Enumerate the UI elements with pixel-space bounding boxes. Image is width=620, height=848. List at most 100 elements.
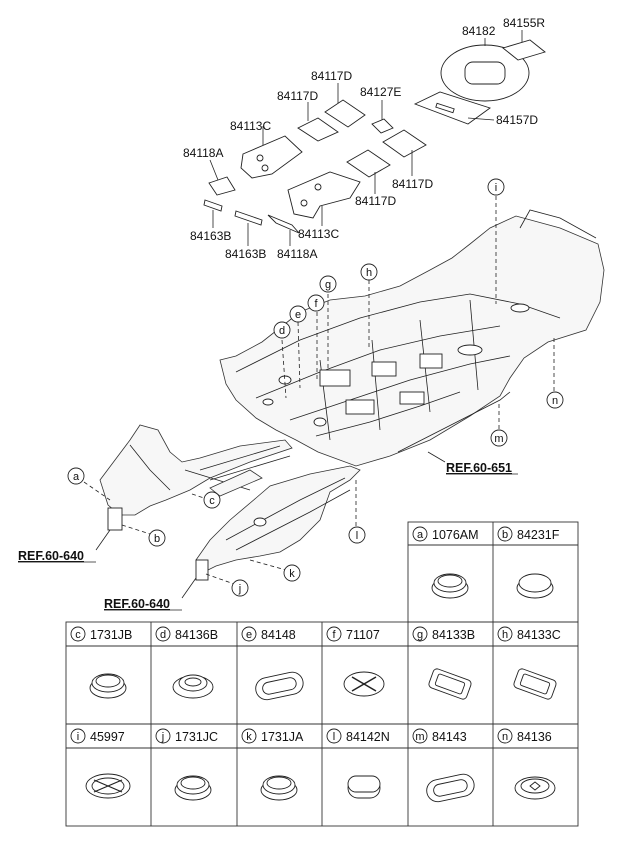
label-84127E: 84127E (360, 85, 401, 99)
svg-text:k: k (289, 568, 295, 580)
strip-84118A-2 (267, 214, 300, 234)
legend-part-number: 84142N (346, 730, 390, 744)
pad-84117D-1 (324, 99, 366, 128)
front-frame-right (195, 465, 361, 581)
ref-label-60-640-a[interactable]: REF.60-640 (18, 549, 84, 563)
svg-text:h: h (366, 267, 372, 279)
pad-84117D-3 (382, 129, 427, 158)
legend-part-number: 84133C (517, 628, 561, 642)
legend-part-number: 84136 (517, 730, 552, 744)
legend-table (65, 521, 579, 827)
legend-letter: k (246, 731, 252, 743)
legend-letter-circle (497, 728, 513, 744)
legend-letter-circle (412, 626, 428, 642)
callout-d (273, 321, 291, 339)
legend-letter: g (417, 629, 423, 641)
label-84117D-3: 84117D (392, 177, 433, 191)
legend-part-number: 84148 (261, 628, 296, 642)
front-frame-left (99, 424, 293, 531)
legend-cell-n: n 84136 (497, 728, 556, 800)
callout-e (289, 305, 307, 323)
svg-text:g: g (325, 279, 331, 291)
legend-letter-circle (70, 626, 86, 642)
legend-cell-h: h 84133C (497, 626, 561, 700)
legend-letter: j (161, 731, 164, 743)
legend-letter-circle (241, 626, 257, 642)
legend-part-number: 84231F (517, 528, 560, 542)
svg-text:c: c (209, 495, 215, 507)
legend-letter: b (502, 529, 508, 541)
callout-i (487, 178, 505, 196)
svg-text:m: m (494, 433, 503, 445)
floor-body-group (219, 209, 605, 467)
legend-part-number: 71107 (346, 628, 380, 642)
svg-text:i: i (495, 182, 497, 194)
legend-letter-circle (497, 526, 513, 542)
callout-f (307, 294, 325, 312)
legend-part-icon (513, 668, 557, 700)
ref-label-60-651[interactable]: REF.60-651 (446, 461, 512, 475)
legend-letter: f (332, 629, 336, 641)
legend-cell-e: e 84148 (241, 626, 304, 701)
label-84157D: 84157D (496, 113, 538, 127)
legend-part-icon (514, 776, 556, 800)
svg-text:b: b (154, 533, 160, 545)
label-84182: 84182 (462, 24, 496, 38)
pad-84113C-2 (287, 171, 361, 219)
pad-84182-inner (464, 61, 506, 85)
legend-letter: l (333, 731, 335, 743)
legend-part-icon (89, 673, 127, 699)
label-84117D-1: 84117D (311, 69, 352, 83)
legend-part-number: 45997 (90, 730, 125, 744)
legend-cell-j: j 1731JC (155, 728, 218, 801)
legend-cell-i: i 45997 (70, 728, 131, 799)
svg-text:f: f (314, 298, 318, 310)
callout-n (546, 391, 564, 409)
legend-letter: i (77, 731, 79, 743)
label-84155R: 84155R (503, 16, 545, 30)
legend-cell-l: l 84142N (326, 728, 390, 799)
legend-letter-circle (241, 728, 257, 744)
floor-pads-group: 84182 84155R 84157D 84127E 84117D 84117D… (183, 16, 546, 261)
legend-part-icon (431, 573, 469, 599)
pad-84113C-1 (240, 135, 303, 179)
pad-84118A-1 (208, 176, 236, 196)
legend-part-icon (516, 573, 554, 599)
legend-part-number: 1731JA (261, 730, 304, 744)
legend-part-icon (428, 668, 472, 700)
legend-part-icon (260, 775, 298, 801)
legend-letter: h (502, 629, 508, 641)
label-84163B-2: 84163B (225, 247, 266, 261)
callout-a (67, 467, 85, 485)
callout-g (319, 275, 337, 293)
svg-text:d: d (279, 325, 285, 337)
svg-text:l: l (356, 530, 358, 542)
legend-letter-circle (155, 626, 171, 642)
svg-text:j: j (238, 583, 241, 595)
callout-k (283, 564, 301, 582)
legend-letter-circle (70, 728, 86, 744)
label-84118A-2: 84118A (277, 247, 317, 261)
label-84163B-1: 84163B (190, 229, 231, 243)
callout-b (148, 529, 166, 547)
legend-letter-circle (497, 626, 513, 642)
legend-cell-g: g 84133B (412, 626, 475, 700)
legend-part-number: 1731JC (175, 730, 218, 744)
legend-letter: n (502, 731, 508, 743)
floor-panel (219, 215, 605, 467)
legend-letter-circle (412, 728, 428, 744)
svg-text:e: e (295, 309, 301, 321)
svg-text:n: n (552, 395, 558, 407)
legend-part-number: 84133B (432, 628, 475, 642)
legend-part-icon (347, 775, 381, 799)
legend-cell-b: b 84231F (497, 526, 560, 599)
legend-letter: e (246, 629, 252, 641)
ref-label-60-640-b[interactable]: REF.60-640 (104, 597, 170, 611)
label-84117D-4: 84117D (355, 194, 396, 208)
callout-j (231, 579, 249, 597)
